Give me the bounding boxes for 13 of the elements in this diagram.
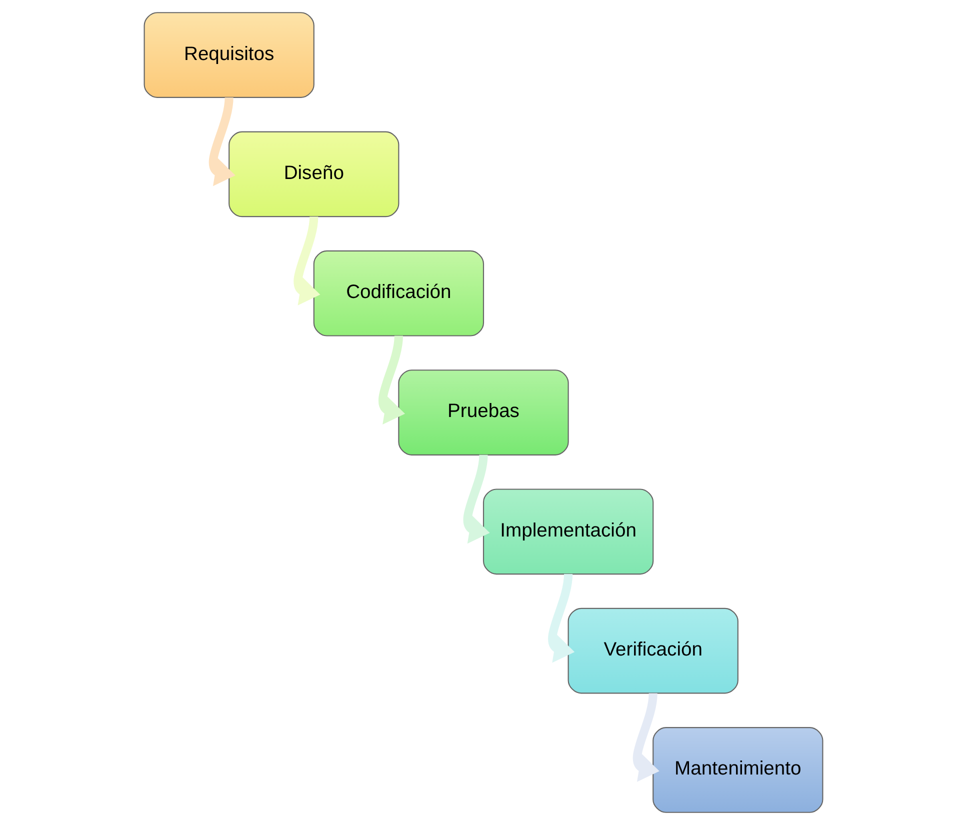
node-box: Diseño	[228, 131, 399, 218]
arrow	[378, 335, 405, 424]
arrow	[632, 692, 659, 782]
node-box: Mantenimiento	[652, 727, 823, 813]
arrow	[548, 574, 574, 663]
arrow	[208, 97, 235, 186]
node-box: Requisitos	[143, 12, 314, 98]
arrow	[293, 216, 320, 306]
node-box: Pruebas	[398, 370, 568, 456]
node-box: Codificación	[312, 250, 484, 336]
arrow	[462, 454, 490, 544]
node-box: Verificación	[567, 608, 738, 694]
node-box: Implementación	[482, 488, 654, 575]
